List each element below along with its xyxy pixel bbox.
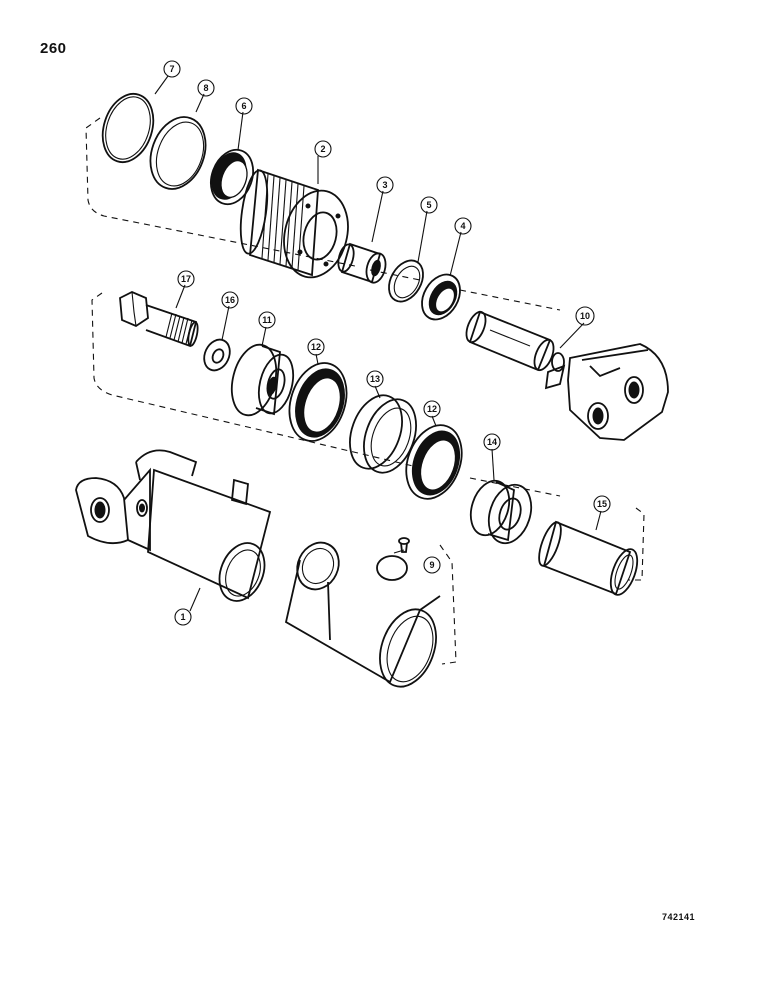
callout-17: 17 [177, 270, 195, 288]
bushing-part-3 [337, 242, 387, 284]
callout-leaders [154, 75, 602, 612]
cylinder-head-part-2 [239, 168, 349, 279]
middle-group-outline [91, 292, 645, 581]
piston-seal-part-12b [405, 424, 463, 500]
callout-label: 10 [580, 311, 590, 321]
piston-part-11 [230, 343, 295, 417]
piston-seal-part-12a [288, 362, 348, 442]
upper-group-outline [85, 117, 561, 311]
callout-label: 9 [429, 560, 434, 570]
sleeve-part-15 [538, 520, 639, 596]
seal-part-4 [421, 273, 461, 321]
callout-12-upper: 12 [307, 338, 325, 356]
callout-label: 14 [487, 437, 497, 447]
drawing-number: 742141 [662, 912, 696, 922]
callout-6: 6 [235, 97, 253, 115]
page-number: 260 [40, 40, 67, 57]
callout-label: 4 [460, 221, 465, 231]
callout-label: 16 [225, 295, 235, 305]
retainer-part-14 [469, 479, 533, 545]
washer-part-16 [203, 338, 231, 372]
callout-label: 12 [311, 342, 321, 352]
rod-clevis-part-10 [544, 343, 669, 441]
callout-label: 1 [180, 612, 185, 622]
callout-12-lower: 12 [423, 400, 441, 418]
callout-4: 4 [454, 217, 472, 235]
callout-16: 16 [221, 291, 239, 309]
callout-8: 8 [197, 79, 215, 97]
o-ring-part-7 [101, 92, 155, 164]
set-screw-part-9 [398, 537, 410, 553]
callout-label: 15 [597, 499, 607, 509]
callout-9: 9 [423, 556, 441, 574]
callout-3: 3 [376, 176, 394, 194]
cylinder-barrel-part-1 [75, 449, 272, 602]
callout-label: 6 [241, 101, 246, 111]
callout-label: 13 [370, 374, 380, 384]
callout-label: 17 [181, 274, 191, 284]
callout-2: 2 [314, 140, 332, 158]
callout-11: 11 [258, 311, 276, 329]
backup-ring-part-8 [149, 116, 207, 190]
callout-label: 5 [426, 200, 431, 210]
callout-15: 15 [593, 495, 611, 513]
threaded-tube [284, 541, 441, 688]
callout-label: 7 [169, 64, 174, 74]
seal-part-6 [210, 148, 254, 206]
callout-14: 14 [483, 433, 501, 451]
callout-label: 2 [320, 144, 325, 154]
bolt-part-17 [119, 291, 199, 348]
callout-label: 12 [427, 404, 437, 414]
callout-13: 13 [366, 370, 384, 388]
callout-5: 5 [420, 196, 438, 214]
wear-ring-part-13 [349, 394, 417, 474]
callout-10: 10 [575, 306, 595, 326]
callout-7: 7 [163, 60, 181, 78]
piston-rod [465, 310, 555, 372]
barrel-group-outline [439, 544, 457, 665]
callout-label: 11 [262, 315, 272, 325]
callout-label: 3 [382, 180, 387, 190]
callout-1: 1 [174, 608, 192, 626]
ring-part-5 [388, 259, 424, 303]
callout-label: 8 [203, 83, 208, 93]
